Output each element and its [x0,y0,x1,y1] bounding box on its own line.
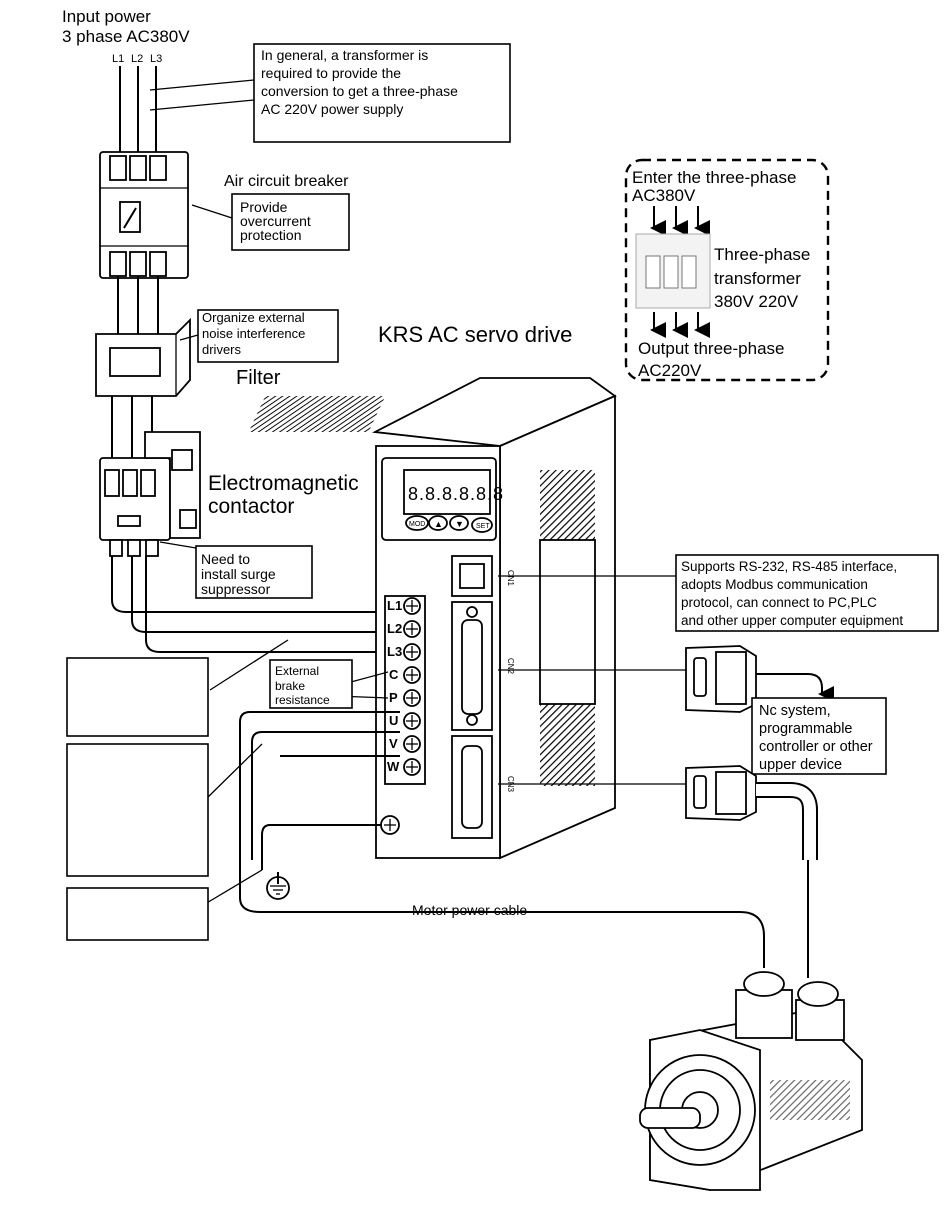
brake-resistance-note: External brake resistance [269,659,389,709]
brake-note-line-2: brake [275,679,305,693]
filter-note-line-2: noise interference [202,326,305,341]
motor-cable-label: Motor power cable [412,902,527,918]
set-button-label: SET [476,523,490,530]
nc-note-line-3: controller or other [759,739,873,755]
communication-note: Supports RS-232, RS-485 interface, adopt… [498,554,939,632]
transformer-note-line-4: AC 220V power supply [261,101,403,117]
cn2-label: CN2 [506,658,515,675]
air-breaker-note-line-2: overcurrent [240,213,311,229]
contactor-title-line-2: contactor [208,495,294,518]
terminal-p: P [389,690,398,705]
brake-note-line-3: resistance [275,693,330,707]
filter-note: Organize external noise interference dri… [179,309,339,363]
nc-note-line-4: upper device [759,757,842,773]
drive-title: KRS AC servo drive [378,322,572,347]
inset-bottom-line-2: AC220V [638,361,702,380]
inset-middle-line-3: 380V 220V [714,292,799,311]
terminal-c: C [389,667,399,682]
inset-top-line-1: Enter the three-phase [632,168,796,187]
svg-text:8.8.8.8.8.8: 8.8.8.8.8.8 [408,484,504,504]
inset-middle-line-1: Three-phase [714,245,810,264]
filter-note-line-3: drivers [202,342,242,357]
down-button[interactable] [449,515,469,531]
transformer-note-line-3: conversion to get a three-phase [261,83,458,99]
terminal-l2: L2 [387,621,402,636]
phase-label-l2: L2 [131,53,143,65]
air-breaker-note: Provide overcurrent protection [191,193,350,251]
mod-button-label: MOD [409,521,425,528]
air-breaker-title: Air circuit breaker [224,173,349,190]
terminal-u: U [389,713,398,728]
input-phase-wires [119,66,157,160]
cn2-cable [498,645,834,713]
transformer-note-line-1: In general, a transformer is [261,47,428,63]
up-button[interactable] [428,515,448,531]
air-breaker-note-line-1: Provide [240,199,288,215]
contactor-note-line-3: suppressor [201,581,271,597]
comm-note-line-4: and other upper computer equipment [681,613,903,628]
ground-icon [266,872,290,900]
cn3-encoder-cable [498,765,818,978]
transformer-inset: Enter the three-phase AC380V Three-phase… [624,158,830,382]
comm-note-line-1: Supports RS-232, RS-485 interface, [681,559,897,574]
power-wires-to-drive [111,556,400,653]
input-power-subtitle: 3 phase AC380V [62,27,190,46]
air-circuit-breaker [99,151,189,279]
up-arrow-icon: ▲ [434,519,443,529]
comm-note-line-2: adopts Modbus communication [681,577,868,592]
set-button[interactable] [471,517,493,533]
inset-top-line-2: AC380V [632,186,696,205]
cn1-label: CN1 [506,570,515,587]
phase-label-l3: L3 [150,53,162,65]
nc-system-note: Nc system, programmable controller or ot… [751,697,887,775]
servo-drive: 8.8.8.8.8.8 MOD ▲ ▼ SET L1 L2 L3 C P U V… [248,377,617,860]
terminal-w: W [387,759,400,774]
air-breaker-note-line-3: protection [240,227,301,243]
noise-filter [95,317,191,397]
terminal-v: V [389,736,398,751]
filter-title: Filter [236,367,281,389]
comm-note-line-3: protocol, can connect to PC,PLC [681,595,877,610]
contactor-note-line-2: install surge [201,566,276,582]
left-annotation-boxes [66,639,289,941]
contactor-note: Need to install surge suppressor [159,541,313,599]
motor-wires [239,711,765,968]
down-arrow-icon: ▼ [455,519,464,529]
transformer-note: In general, a transformer is required to… [149,43,511,143]
breaker-to-filter-wires [117,276,159,334]
nc-note-line-2: programmable [759,721,853,737]
filter-note-line-1: Organize external [202,310,305,325]
mod-button[interactable] [405,515,429,531]
nc-note-line-1: Nc system, [759,703,831,719]
electromagnetic-contactor [99,431,201,557]
brake-note-line-1: External [275,664,319,678]
led-display: 8.8.8.8.8.8 [408,484,504,504]
inset-bottom-line-1: Output three-phase [638,339,784,358]
transformer-note-line-2: required to provide the [261,65,401,81]
terminal-l3: L3 [387,644,402,659]
contactor-note-line-1: Need to [201,551,250,567]
terminal-l1: L1 [387,598,402,613]
phase-label-l1: L1 [112,53,124,65]
contactor-title-line-1: Electromagnetic [208,472,359,495]
input-power-title: Input power [62,7,151,26]
inset-middle-line-2: transformer [714,269,801,288]
terminal-screws [403,597,421,776]
servo-motor [639,971,863,1191]
